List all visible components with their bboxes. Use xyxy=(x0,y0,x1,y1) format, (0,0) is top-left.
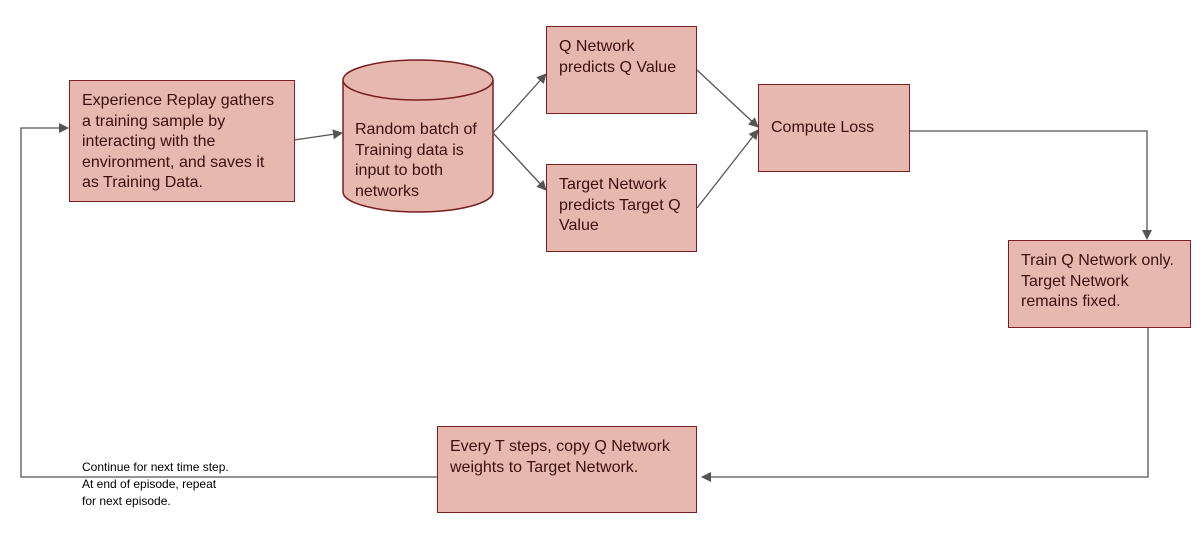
train-q-network-text: Train Q Network only. Target Network rem… xyxy=(1021,252,1174,310)
training-data-cylinder xyxy=(342,59,494,213)
copy-weights-text: Every T steps, copy Q Network weights to… xyxy=(450,438,670,476)
experience-replay-box: Experience Replay gathers a training sam… xyxy=(69,80,295,202)
random-batch-text: Random batch of Training data is input t… xyxy=(355,121,477,200)
arrow-batch-to-q-network xyxy=(492,73,547,134)
note-line: for next episode. xyxy=(82,494,171,508)
q-network-box: Q Network predicts Q Value xyxy=(546,26,697,114)
note-line: Continue for next time step. xyxy=(82,460,229,474)
copy-weights-box: Every T steps, copy Q Network weights to… xyxy=(437,426,697,513)
arrow-train-to-copy xyxy=(701,328,1149,482)
compute-loss-text: Compute Loss xyxy=(771,119,875,136)
arrow-loss-to-train xyxy=(910,130,1152,240)
arrow-copy-to-replay xyxy=(20,123,437,478)
arrow-replay-to-batch xyxy=(293,129,343,141)
experience-replay-text: Experience Replay gathers a training sam… xyxy=(82,92,275,191)
arrow-q-network-to-loss xyxy=(696,69,759,128)
q-network-text: Q Network predicts Q Value xyxy=(559,38,677,76)
arrow-batch-to-target-network xyxy=(492,132,547,191)
train-q-network-box: Train Q Network only. Target Network rem… xyxy=(1008,240,1191,328)
continue-note: Continue for next time step. At end of e… xyxy=(82,459,252,510)
arrow-target-network-to-loss xyxy=(696,129,759,209)
target-network-box: Target Network predicts Target Q Value xyxy=(546,164,697,252)
note-line: At end of episode, repeat xyxy=(82,477,217,491)
target-network-text: Target Network predicts Target Q Value xyxy=(559,176,681,234)
compute-loss-box: Compute Loss xyxy=(758,84,910,172)
